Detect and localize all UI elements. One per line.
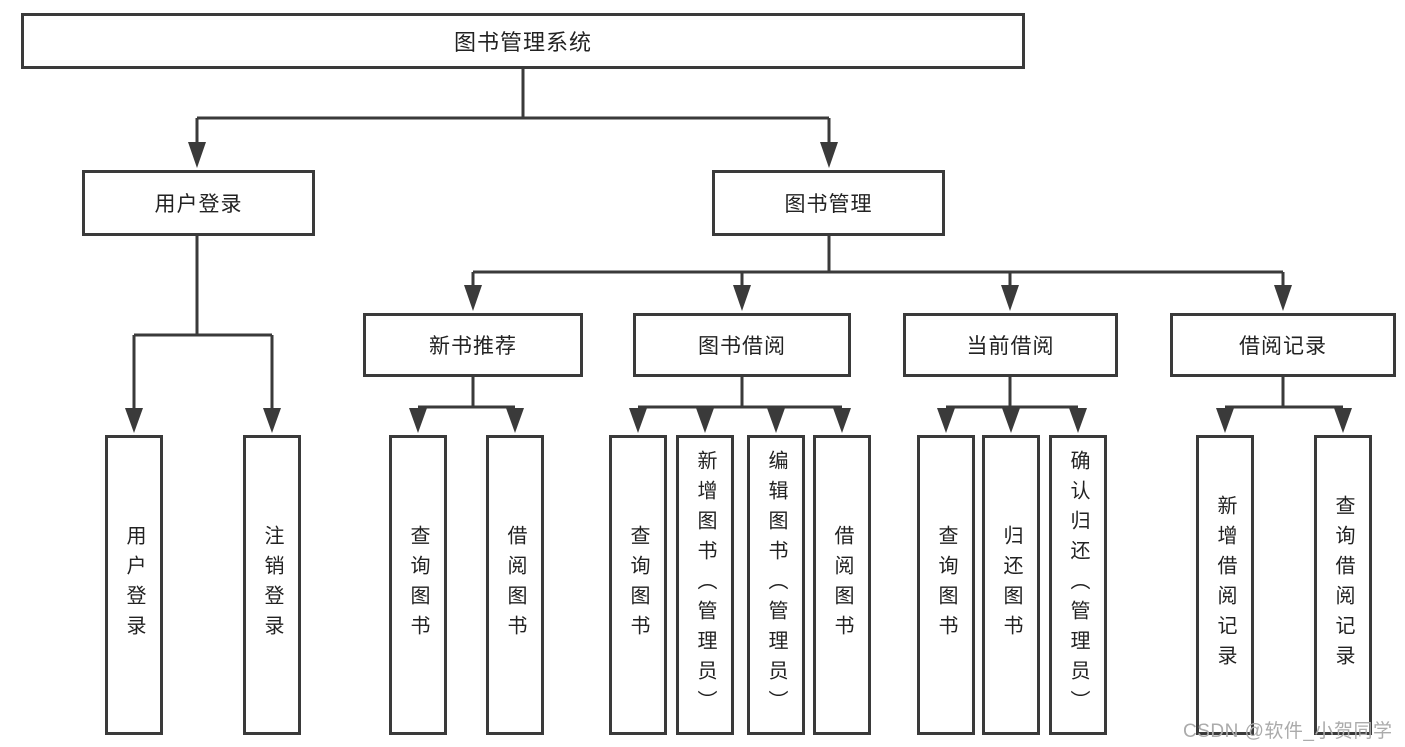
node-label: 借阅记录 (1239, 335, 1327, 358)
node-label: 查询图书 (407, 525, 429, 645)
node-label: 查询借阅记录 (1332, 495, 1354, 675)
leaf-add-borrow-record: 新增借阅记录 (1196, 435, 1254, 735)
csdn-watermark: CSDN @软件_小贺同学 (1183, 721, 1393, 742)
node-new-book-recommend: 新书推荐 (363, 313, 583, 377)
node-label: 图书借阅 (698, 335, 786, 358)
node-current-borrowing: 当前借阅 (903, 313, 1118, 377)
node-label: 新增图书（管理员） (694, 450, 716, 720)
leaf-return-books: 归还图书 (982, 435, 1040, 735)
node-label: 确认归还（管理员） (1067, 450, 1089, 720)
node-label: 当前借阅 (966, 335, 1055, 358)
node-label: 归还图书 (1000, 525, 1022, 645)
leaf-borrow-books-borrowing: 借阅图书 (813, 435, 871, 735)
leaf-borrow-books-recommend: 借阅图书 (486, 435, 544, 735)
leaf-add-books-admin: 新增图书（管理员） (676, 435, 734, 735)
node-label: 借阅图书 (831, 525, 853, 645)
node-label: 图书管理 (784, 193, 873, 216)
leaf-query-books-recommend: 查询图书 (389, 435, 447, 735)
node-book-management: 图书管理 (712, 170, 945, 236)
node-label: 新增借阅记录 (1214, 495, 1236, 675)
node-borrowing-records: 借阅记录 (1170, 313, 1396, 377)
node-book-borrowing: 图书借阅 (633, 313, 851, 377)
node-label: 查询图书 (935, 525, 957, 645)
leaf-query-books-current: 查询图书 (917, 435, 975, 735)
node-label: 注销登录 (261, 525, 283, 645)
leaf-logout: 注销登录 (243, 435, 301, 735)
leaf-edit-books-admin: 编辑图书（管理员） (747, 435, 805, 735)
node-label: 图书管理系统 (453, 30, 592, 55)
node-library-management-system: 图书管理系统 (21, 13, 1025, 69)
node-user-login: 用户登录 (82, 170, 315, 236)
node-label: 编辑图书（管理员） (765, 450, 787, 720)
leaf-confirm-return-admin: 确认归还（管理员） (1049, 435, 1107, 735)
node-label: 用户登录 (154, 193, 243, 216)
leaf-user-login: 用户登录 (105, 435, 163, 735)
node-label: 用户登录 (123, 525, 145, 645)
leaf-query-books-borrowing: 查询图书 (609, 435, 667, 735)
leaf-query-borrow-record: 查询借阅记录 (1314, 435, 1372, 735)
node-label: 新书推荐 (429, 335, 517, 358)
node-label: 借阅图书 (504, 525, 526, 645)
node-label: 查询图书 (627, 525, 649, 645)
